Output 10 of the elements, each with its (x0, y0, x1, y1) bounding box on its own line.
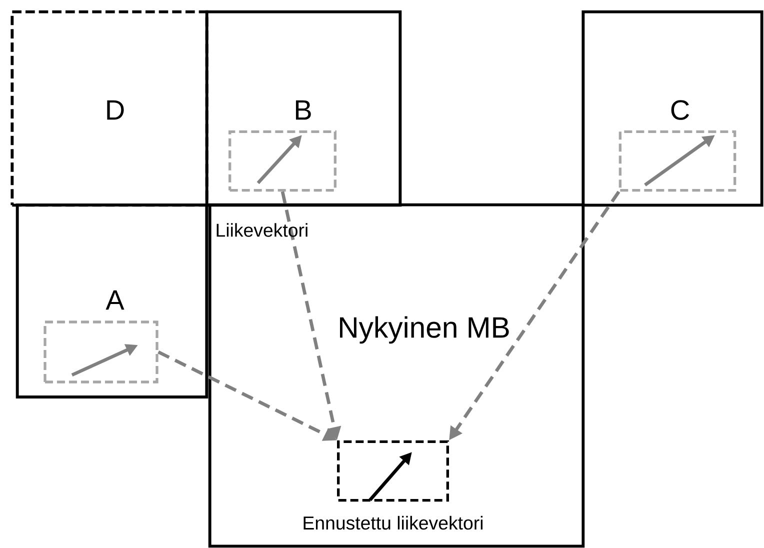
block-box (618, 130, 736, 192)
block-box (337, 440, 449, 502)
caption-text: Ennustettu liikevektori (304, 516, 482, 530)
block-box (44, 320, 158, 384)
label-text: Liikevektori (216, 223, 308, 237)
block-box (228, 130, 336, 192)
block-box: B (205, 10, 402, 207)
block-box: C (582, 10, 764, 207)
block-box: D (10, 10, 208, 207)
block-box: A (16, 204, 208, 398)
